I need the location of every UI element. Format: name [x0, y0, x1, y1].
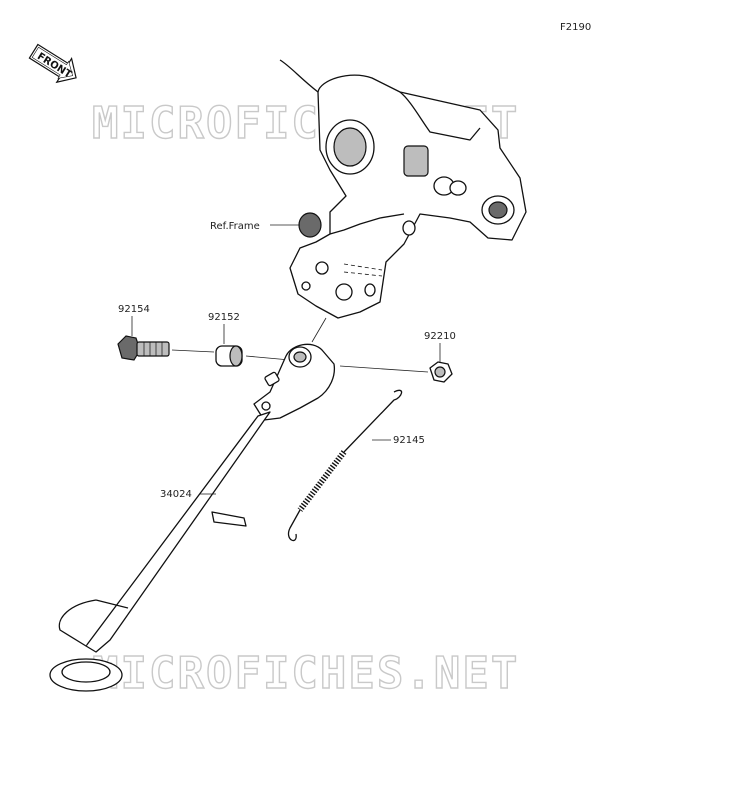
front-arrow-icon: FRONT: [28, 43, 77, 84]
callout-34024: 34024: [160, 489, 192, 500]
ref-frame-label: Ref.Frame: [210, 221, 260, 232]
nut-92210: [429, 361, 453, 383]
callout-92152: 92152: [208, 312, 240, 323]
watermark-bottom: MICROFICHES.NET: [92, 648, 519, 699]
spring-92145: [287, 389, 403, 542]
collar-92152: [215, 345, 243, 367]
callout-92210: 92210: [424, 331, 456, 342]
frame-bracket: [279, 59, 527, 319]
figure-code: F2190: [560, 22, 591, 33]
side-stand-34024: [49, 343, 336, 692]
callout-92154: 92154: [118, 304, 150, 315]
callout-92145: 92145: [393, 435, 425, 446]
bolt-92154: [117, 335, 170, 361]
